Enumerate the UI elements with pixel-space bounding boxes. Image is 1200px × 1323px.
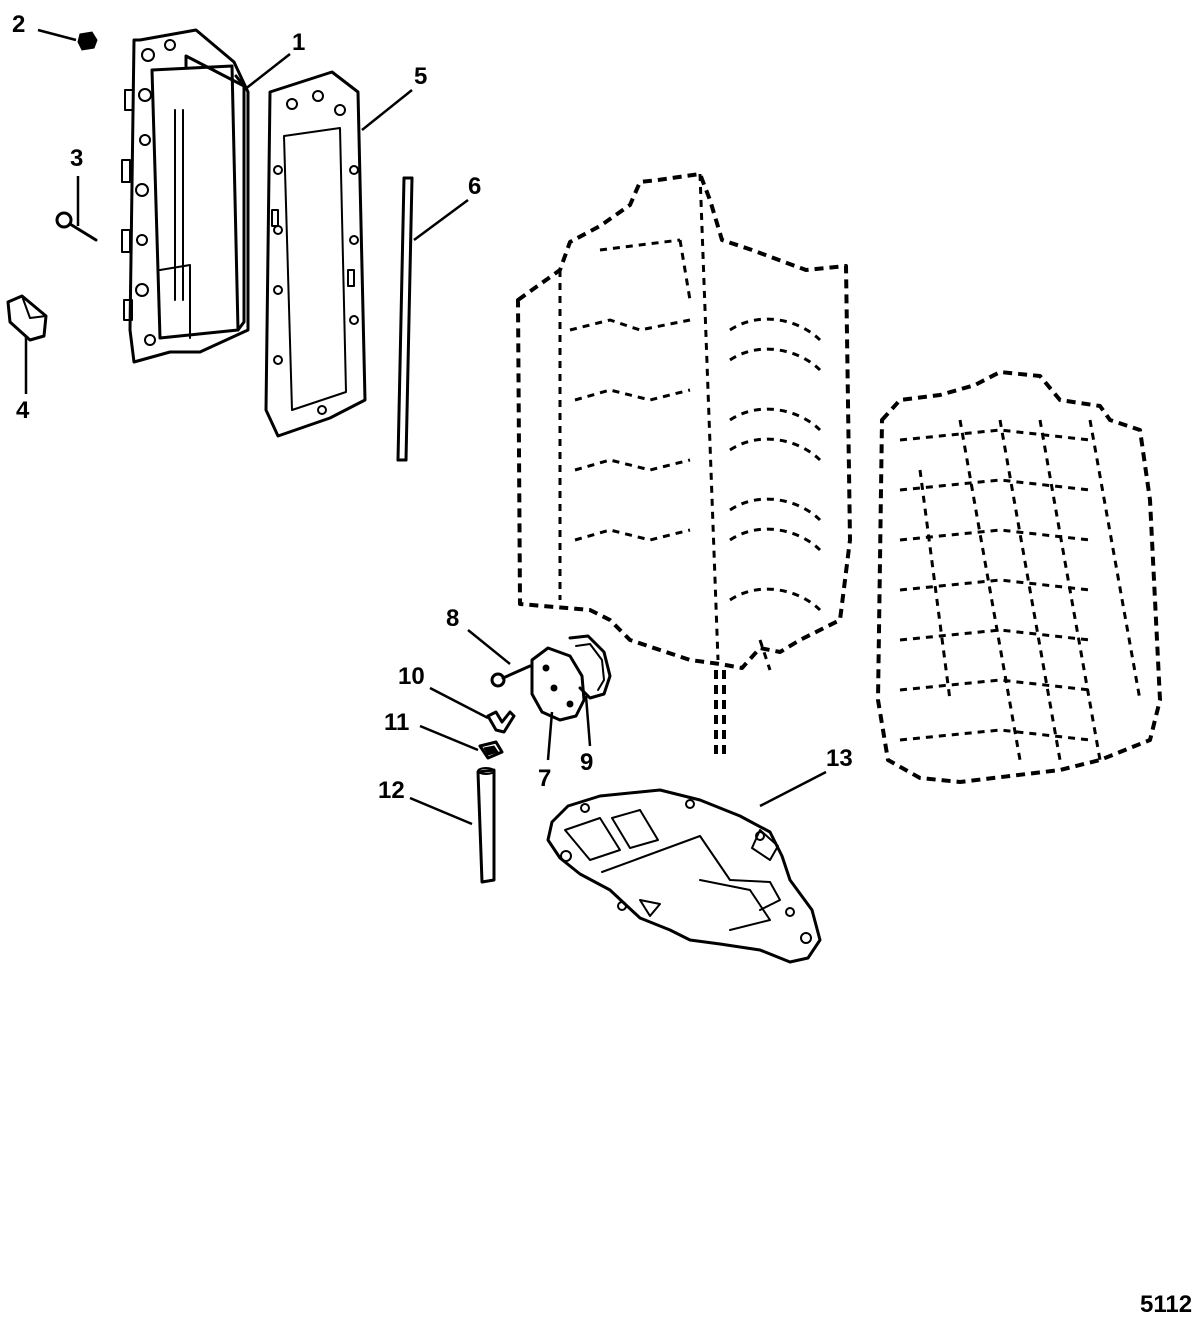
callout-labels: 1 2 3 4 5 6 7 8 9 10 11 12 13	[12, 11, 853, 804]
callout-3: 3	[70, 145, 83, 172]
part-2-nut	[77, 31, 98, 51]
part-4-clip	[6, 294, 48, 342]
callout-7: 7	[538, 765, 551, 792]
callout-11: 11	[384, 709, 409, 736]
power-head-ghost-outline	[516, 172, 852, 760]
part-5-gasket	[264, 70, 367, 438]
callout-13: 13	[826, 745, 853, 772]
callout-12: 12	[378, 777, 405, 804]
callout-10: 10	[398, 663, 425, 690]
callout-1: 1	[292, 29, 305, 56]
callout-9: 9	[580, 749, 593, 776]
part-10-elbow	[486, 710, 516, 734]
figure-number: 5112	[1140, 1291, 1192, 1318]
part-7-cover	[530, 646, 586, 722]
part-6-tube	[396, 176, 414, 462]
part-13-adapter-gasket	[546, 788, 822, 964]
callout-5: 5	[414, 63, 427, 90]
callout-6: 6	[468, 173, 481, 200]
callout-4: 4	[16, 397, 30, 424]
part-8-screw	[490, 664, 532, 688]
crankcase-ghost-outline	[876, 370, 1162, 784]
part-11-clamp	[478, 740, 504, 760]
part-3-bolt	[55, 211, 98, 242]
part-9-gasket	[568, 634, 612, 700]
part-12-hose	[476, 767, 496, 884]
leader-lines	[24, 28, 827, 826]
callout-8: 8	[446, 605, 459, 632]
part-1-exhaust-cover	[121, 28, 250, 364]
callout-2: 2	[12, 11, 25, 38]
